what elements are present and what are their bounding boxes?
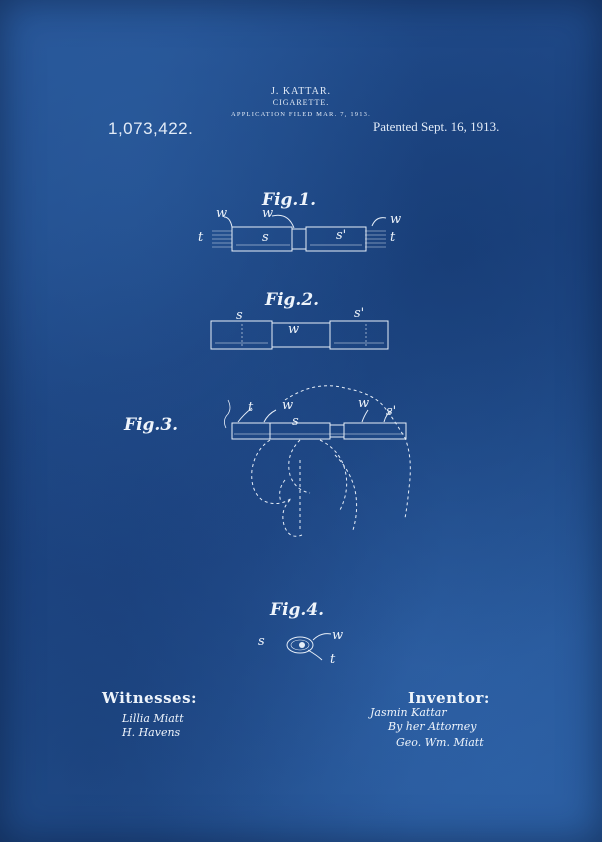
fig3-label-s: s (292, 414, 299, 429)
fig3-cigarette-in-hand-drawing (224, 385, 411, 537)
invention-title: CIGARETTE. (272, 98, 330, 107)
fig1-label: Fig.1. (262, 190, 317, 210)
fig3-label-w1: w (282, 398, 294, 413)
fig1-label-s: s (262, 230, 269, 245)
fig2-label-w: w (288, 322, 300, 337)
fig4-cross-section-drawing (286, 633, 332, 661)
fig3-label-t: t (248, 400, 254, 415)
fig4-label-w: w (332, 628, 344, 643)
witness-signature-2: H. Havens (122, 726, 181, 739)
fig1-label-w-mid: w (262, 206, 274, 221)
fig1-label-s-prime: s' (336, 228, 347, 243)
fig1-label-t-right: t (390, 230, 396, 245)
fig1-label-t-left: t (198, 230, 204, 245)
attorney-signature: Geo. Wm. Miatt (396, 736, 484, 749)
application-filed-date: APPLICATION FILED MAR. 7, 1913. (231, 111, 371, 118)
fig2-cigarette-drawing (210, 320, 389, 350)
inventor-signature: Jasmin Kattar (370, 706, 447, 719)
witnesses-heading: Witnesses: (102, 689, 198, 707)
fig3-label-w2: w (358, 396, 370, 411)
fig4-label: Fig.4. (270, 600, 325, 620)
fig1-cigarette-drawing (212, 214, 387, 252)
patented-date: Patented Sept. 16, 1913. (373, 119, 500, 134)
fig2-label-s-prime: s' (354, 306, 365, 321)
fig1-label-w-right: w (390, 212, 402, 227)
fig2-label: Fig.2. (265, 290, 320, 310)
fig4-label-s: s (258, 634, 265, 649)
fig3-label-s-prime: s' (386, 404, 397, 419)
fig4-label-t: t (330, 652, 336, 667)
inventor-name-header: J. KATTAR. (270, 86, 332, 97)
patent-number: 1,073,422. (108, 119, 194, 138)
fig2-label-s: s (236, 308, 243, 323)
fig1-label-w-left: w (216, 206, 228, 221)
fig3-label: Fig.3. (124, 415, 179, 435)
inventor-heading: Inventor: (408, 689, 490, 707)
witness-signature-1: Lillia Miatt (122, 712, 184, 725)
attorney-by-line: By her Attorney (388, 720, 477, 733)
